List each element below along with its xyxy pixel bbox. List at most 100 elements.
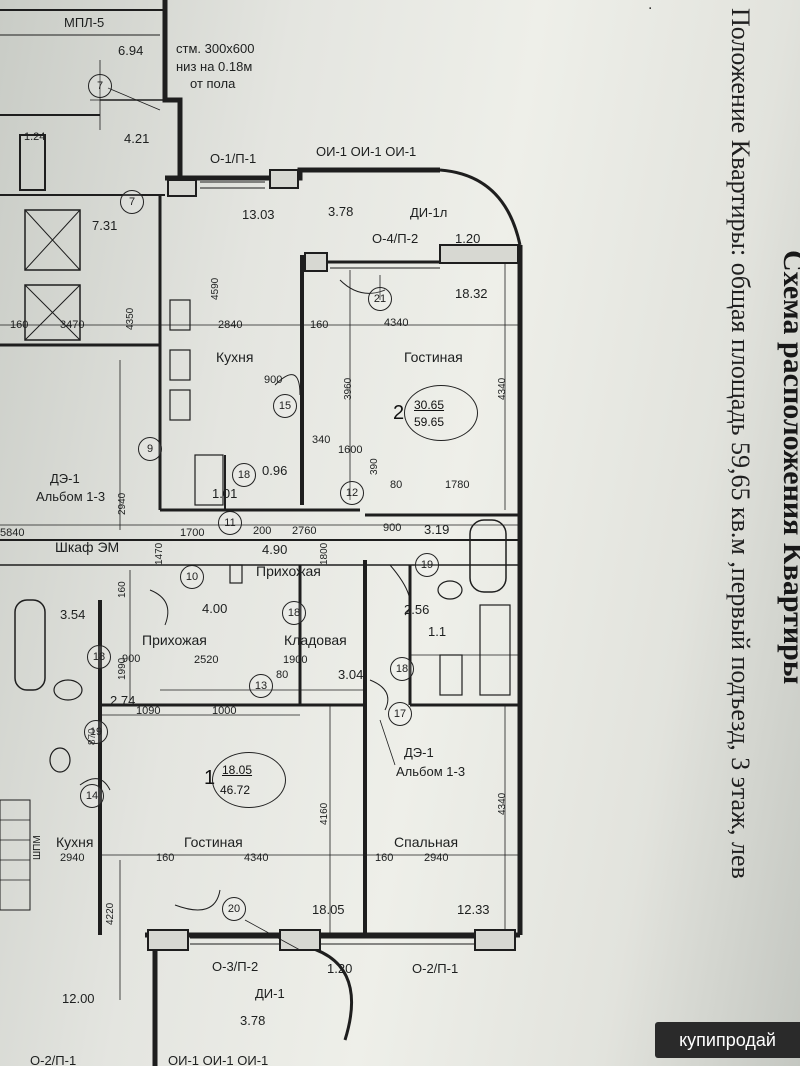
label-area-101: 1.01 bbox=[212, 486, 238, 501]
dim-390: 390 bbox=[369, 458, 380, 475]
label-area-1832: 18.32 bbox=[455, 286, 488, 301]
dim-2760: 2760 bbox=[292, 525, 317, 537]
dim-1470: 1470 bbox=[154, 542, 165, 565]
label-mpl5: МПЛ-5 bbox=[64, 15, 105, 30]
dim-1700: 1700 bbox=[180, 527, 205, 539]
label-area-124: 1.24 bbox=[24, 131, 46, 143]
marker-circle: 13 bbox=[249, 674, 273, 698]
label-area-120-top: 1.20 bbox=[455, 231, 481, 246]
dim-4340-r: 4340 bbox=[497, 792, 508, 815]
apartment-1-number: 1 bbox=[204, 767, 216, 789]
marker-circle: 21 bbox=[368, 287, 392, 311]
apartment-2-total-area: 59.65 bbox=[414, 415, 445, 429]
dim-80-b: 80 bbox=[276, 669, 289, 681]
dim-1900: 1900 bbox=[283, 654, 308, 666]
label-shkaf: Шкаф ЭМ bbox=[55, 539, 120, 555]
dim-4160: 4160 bbox=[319, 802, 330, 825]
dim-2840: 2840 bbox=[218, 319, 243, 331]
dim-900-c: 900 bbox=[122, 653, 141, 665]
document-title: Схема расположения Квартиры bbox=[777, 250, 800, 685]
dim-160-a: 160 bbox=[310, 319, 329, 331]
description-line: Положение Квартиры: общая площадь 59,65 … bbox=[726, 8, 755, 879]
room-kladovaya: Кладовая bbox=[284, 632, 347, 648]
label-shpm: ШПМ bbox=[32, 835, 43, 860]
dim-1780: 1780 bbox=[445, 479, 470, 491]
dim-3960: 3960 bbox=[343, 377, 354, 400]
dim-1800: 1800 bbox=[319, 542, 330, 565]
label-o1p1: О-1/П-1 bbox=[210, 151, 257, 166]
label-di1l: ДИ-1л bbox=[410, 205, 448, 220]
label-o2p1: О-2/П-1 bbox=[412, 961, 459, 976]
label-area-1805: 18.05 bbox=[312, 902, 345, 917]
label-di1: ДИ-1 bbox=[255, 986, 285, 1001]
dim-4340-top: 4340 bbox=[384, 317, 409, 329]
dim-900-b: 900 bbox=[383, 522, 402, 534]
marker-circle: 20 bbox=[222, 897, 246, 921]
dim-1600: 1600 bbox=[338, 444, 363, 456]
dim-2940-v: 2940 bbox=[117, 492, 128, 515]
dim-1090: 1090 bbox=[136, 705, 161, 717]
label-area-304: 3.04 bbox=[338, 667, 364, 682]
page-corner-mark: . bbox=[648, 0, 653, 13]
apartment-1-total-area: 46.72 bbox=[220, 783, 251, 797]
marker-circle: 18 bbox=[390, 657, 414, 681]
label-area-096: 0.96 bbox=[262, 463, 288, 478]
dim-2520: 2520 bbox=[194, 654, 219, 666]
label-niz: низ на 0.18м bbox=[176, 59, 253, 74]
dim-3470: 3470 bbox=[60, 319, 85, 331]
label-area-319: 3.19 bbox=[424, 522, 450, 537]
label-area-1200: 12.00 bbox=[62, 991, 95, 1006]
label-area-400: 4.00 bbox=[202, 601, 228, 616]
dim-80-a: 80 bbox=[390, 479, 403, 491]
dim-160-e: 160 bbox=[375, 852, 394, 864]
marker-circle: 12 bbox=[340, 481, 364, 505]
marker-circle: 10 bbox=[180, 565, 204, 589]
dim-160-b: 160 bbox=[10, 319, 29, 331]
dim-340: 340 bbox=[312, 434, 331, 446]
room-gostinaya-bot: Гостиная bbox=[184, 834, 243, 850]
dim-900-a: 900 bbox=[264, 374, 283, 386]
label-albom-top: Альбом 1-3 bbox=[36, 489, 106, 504]
label-area-1233: 12.33 bbox=[457, 902, 490, 917]
label-albom-mid: Альбом 1-3 bbox=[396, 764, 466, 779]
label-otpola: от пола bbox=[190, 76, 236, 91]
room-gostinaya-top: Гостиная bbox=[404, 349, 463, 365]
dim-5840: 5840 bbox=[0, 527, 25, 539]
dim-1000: 1000 bbox=[212, 705, 237, 717]
marker-circle: 18 bbox=[232, 463, 256, 487]
marker-circle: 18 bbox=[282, 601, 306, 625]
label-area-378-bot: 3.78 bbox=[240, 1013, 266, 1028]
room-kuhnya-bot: Кухня bbox=[56, 834, 94, 850]
label-area-378-top: 3.78 bbox=[328, 204, 354, 219]
apartment-2-number: 2 bbox=[393, 402, 405, 424]
dim-4590: 4590 bbox=[210, 277, 221, 300]
label-o2p1-bot: О-2/П-1 bbox=[30, 1053, 77, 1066]
dim-2940-b: 2940 bbox=[60, 852, 85, 864]
label-de1-mid: ДЭ-1 bbox=[404, 745, 434, 760]
marker-circle: 7 bbox=[88, 74, 112, 98]
room-prihozhaya-2: Прихожая bbox=[142, 632, 207, 648]
marker-circle: 11 bbox=[218, 511, 242, 535]
label-area-1303: 13.03 bbox=[242, 207, 275, 222]
marker-circle: 18 bbox=[87, 645, 111, 669]
apartment-1-living-area: 18.05 bbox=[222, 763, 253, 777]
marker-circle: 7 bbox=[120, 190, 144, 214]
label-de1-top: ДЭ-1 bbox=[50, 471, 80, 486]
dim-4220: 4220 bbox=[105, 902, 116, 925]
dim-4340-b: 4340 bbox=[244, 852, 269, 864]
dim-160-d: 160 bbox=[156, 852, 175, 864]
label-area-694: 6.94 bbox=[118, 43, 144, 58]
watermark-badge: купипродай bbox=[655, 1022, 800, 1058]
apartment-2-living-area: 30.65 bbox=[414, 398, 445, 412]
dim-160-c: 160 bbox=[117, 581, 128, 598]
label-area-274: 2.74 bbox=[110, 693, 136, 708]
dim-4350: 4350 bbox=[125, 307, 136, 330]
label-area-256: 2.56 bbox=[404, 602, 430, 617]
apartment-2-oval bbox=[404, 385, 478, 441]
label-area-490: 4.90 bbox=[262, 542, 288, 557]
label-area-421: 4.21 bbox=[124, 131, 150, 146]
label-oi-bot: ОИ-1 ОИ-1 ОИ-1 bbox=[168, 1053, 269, 1066]
dim-2940-c: 2940 bbox=[424, 852, 449, 864]
